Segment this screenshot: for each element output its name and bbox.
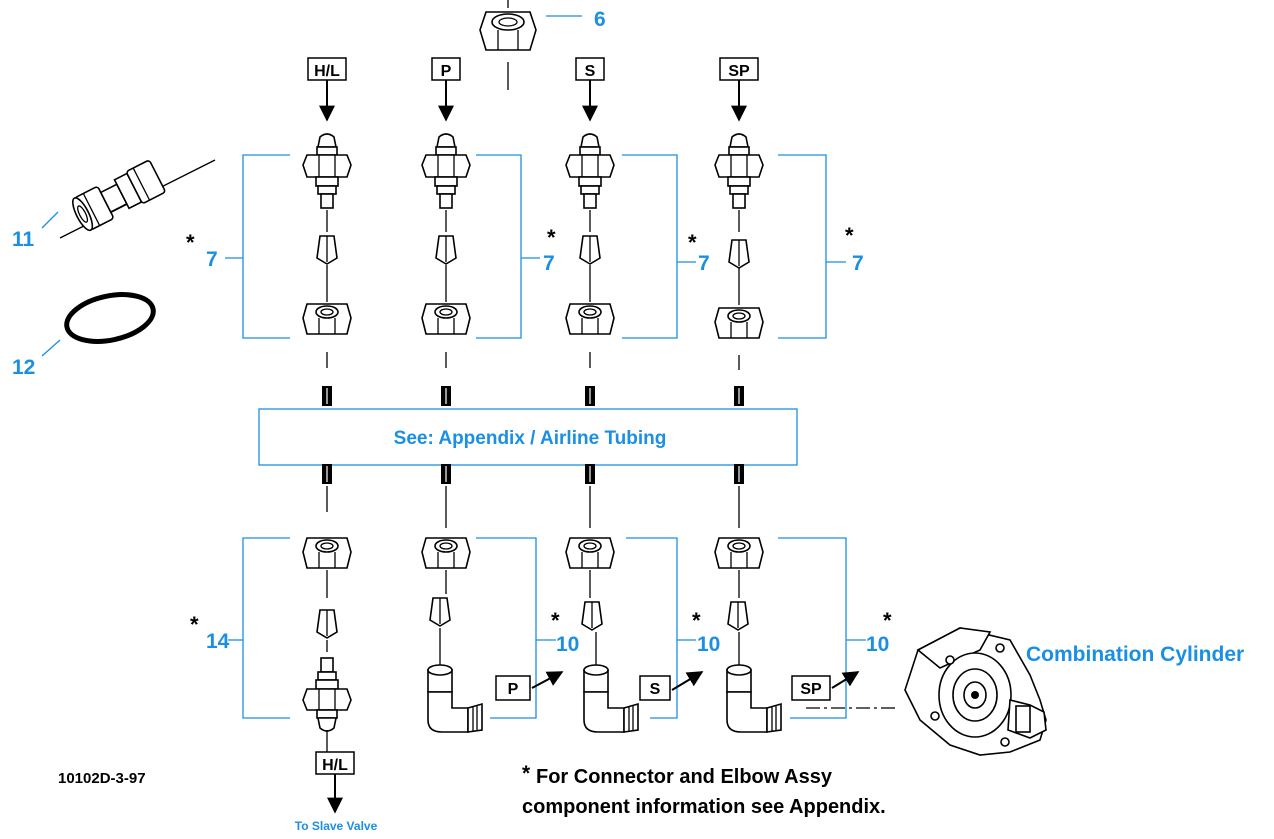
bracket-7-sp [778,154,846,339]
callout-7-sp: 7 [852,252,864,275]
port-sp-top: SP [719,57,759,81]
port-p-top-label: P [441,63,452,80]
arrow-sp-bottom [831,671,860,689]
bracket-10-p [476,537,556,719]
bracket-10-s [626,537,696,719]
port-sp-bottom: SP [791,675,831,701]
arrow-p-bottom [531,671,564,689]
callout-7-s: 7 [698,252,710,275]
footnote-line-1: For Connector and Elbow Assy [536,766,833,788]
callout-11: 11 [12,228,35,251]
callout-6: 6 [594,8,606,31]
callout-7-hl: 7 [206,248,218,271]
lower-connector-sp [714,486,782,733]
callout-14: 14 [206,630,230,653]
to-slave-valve-label: To Slave Valve [295,819,378,833]
star-14: * [190,612,199,637]
lower-connector-p [421,486,483,733]
port-s-bottom: S [639,675,671,701]
arrow-s-bottom [671,671,704,691]
port-s-top-label: S [585,63,596,80]
port-hl-top-label: H/L [314,63,340,80]
star-10-sp: * [883,608,892,633]
combination-cylinder [904,627,1047,756]
port-sp-top-label: SP [728,63,750,80]
callout-12: 12 [12,356,35,379]
port-p-bottom: P [495,675,531,701]
port-p-top: P [431,57,461,81]
footnote-star: * [522,762,531,785]
port-sp-bottom-label: SP [800,681,822,698]
union-fitting [59,159,216,239]
port-hl-top: H/L [307,57,347,81]
callout-10-s: 10 [697,633,720,656]
callout-12-leader [41,339,61,357]
lower-connector-s [565,486,639,733]
port-s-top: S [575,57,605,81]
combination-cylinder-label: Combination Cylinder [1026,643,1244,666]
callout-7-p: 7 [543,252,555,275]
upper-connector-sp [714,133,764,407]
lower-connector-hl [302,486,352,752]
lower-tube-s [584,463,596,485]
upper-connector-p [421,133,471,407]
bracket-7-hl [225,154,290,339]
callout-11-leader [41,211,59,229]
o-ring [64,292,156,344]
port-p-bottom-label: P [508,681,519,698]
star-10-s: * [692,608,701,633]
bracket-7-p [476,154,540,339]
lower-tube-hl [321,463,333,485]
star-10-p: * [551,608,560,633]
star-7-hl: * [186,230,195,255]
port-s-bottom-label: S [650,681,661,698]
star-7-s: * [688,230,697,255]
star-7-p: * [547,225,556,250]
port-hl-bottom-label: H/L [322,757,348,774]
port-hl-bottom: H/L [315,751,355,775]
callout-10-p: 10 [556,633,579,656]
top-hex-nut [479,0,537,90]
lower-tube-p [440,463,452,485]
upper-connector-s [565,133,615,407]
bracket-14-hl [228,537,290,719]
upper-connector-hl [302,133,352,407]
figure-id: 10102D-3-97 [58,770,146,787]
callout-10-sp: 10 [866,633,889,656]
star-7-sp: * [845,223,854,248]
banner-text: See: Appendix / Airline Tubing [394,428,667,449]
airline-tubing-banner [258,408,798,466]
bracket-10-sp [778,537,866,719]
lower-tube-sp [733,463,745,485]
footnote-line-2: component information see Appendix. [522,796,886,818]
bracket-7-s [622,154,696,339]
